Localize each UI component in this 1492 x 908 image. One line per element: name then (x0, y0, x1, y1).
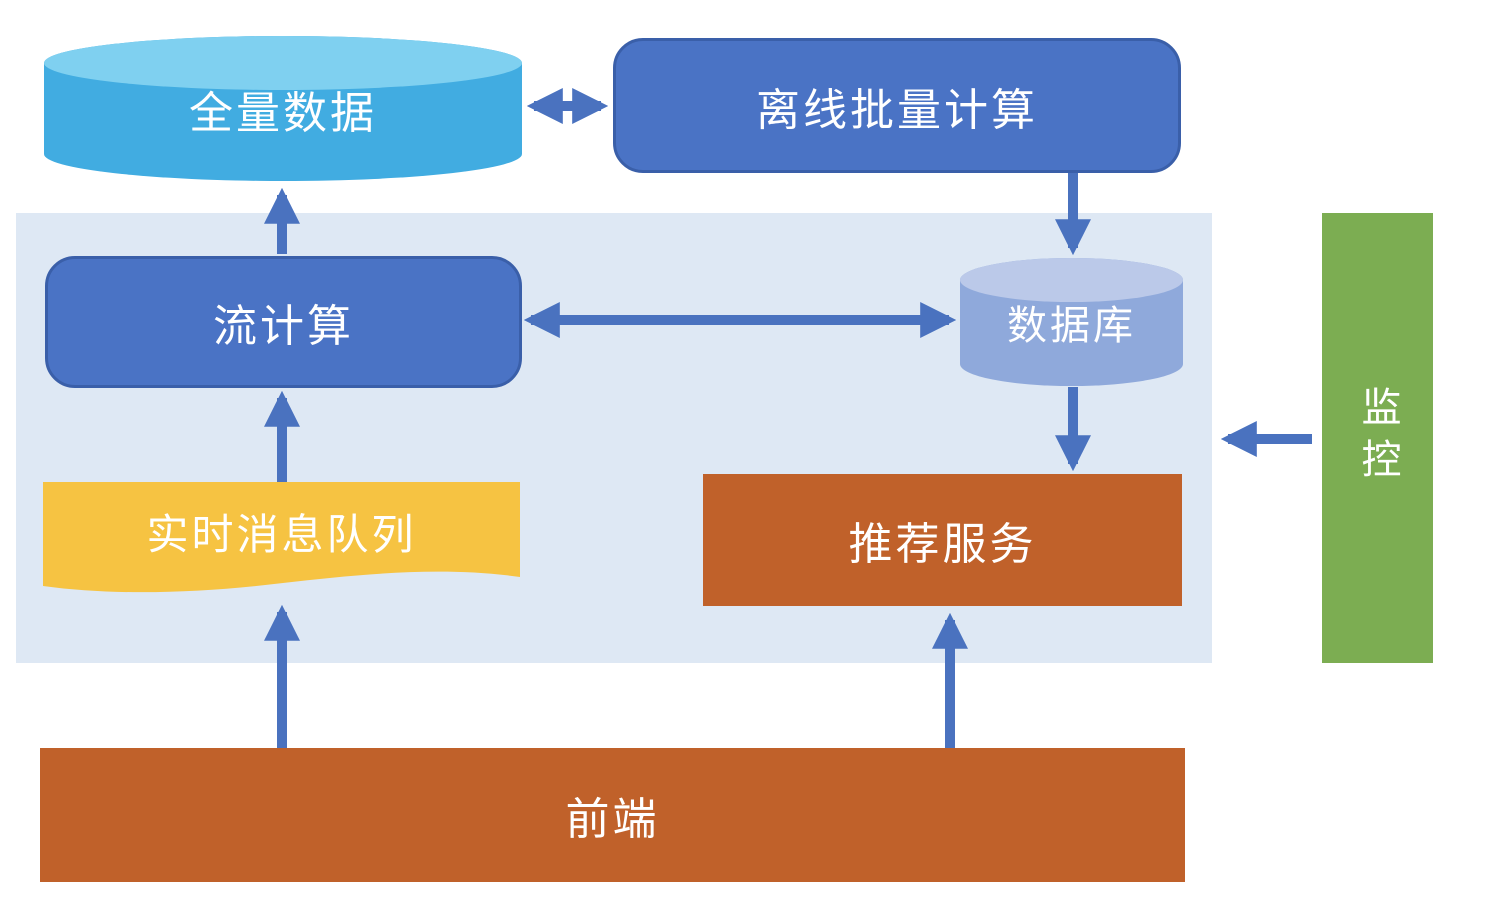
node-stream-compute-label: 流计算 (213, 302, 354, 351)
node-realtime-queue-label: 实时消息队列 (146, 511, 417, 558)
node-recommend-service-label: 推荐服务 (848, 520, 1037, 569)
node-stream-compute: 流计算 (45, 256, 522, 388)
wave-shape-icon (43, 482, 520, 593)
node-full-data-label: 全量数据 (189, 88, 377, 138)
node-monitor-label: 监控 (1355, 386, 1400, 490)
node-frontend-label: 前端 (565, 795, 660, 844)
node-database-label: 数据库 (1007, 304, 1136, 348)
node-database: 数据库 (960, 258, 1183, 386)
node-offline-batch-label: 离线批量计算 (756, 85, 1038, 135)
node-frontend: 前端 (40, 748, 1185, 882)
cylinder-shape-icon (960, 258, 1183, 386)
node-monitor: 监控 (1322, 213, 1433, 663)
node-offline-batch: 离线批量计算 (613, 38, 1181, 173)
node-full-data: 全量数据 (44, 36, 522, 181)
cylinder-shape-icon (44, 36, 522, 181)
node-realtime-queue: 实时消息队列 (43, 482, 520, 597)
node-recommend-service: 推荐服务 (703, 474, 1182, 606)
